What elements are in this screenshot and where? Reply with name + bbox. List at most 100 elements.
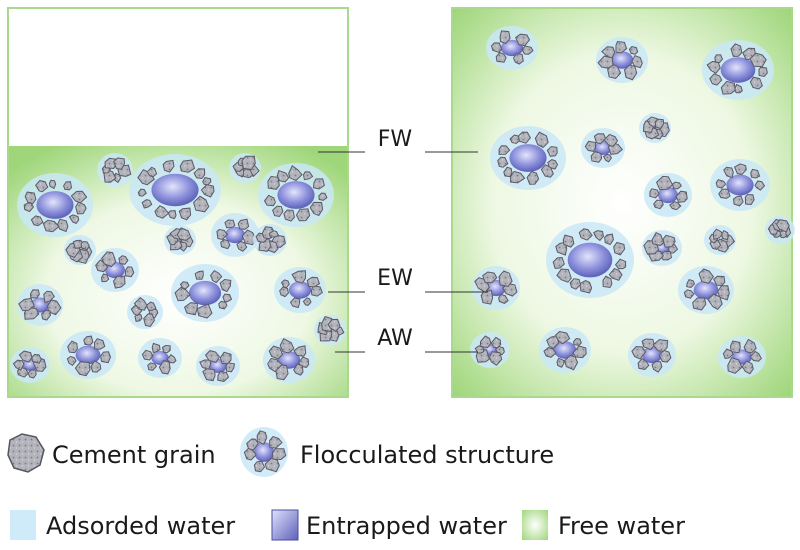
cement-grain <box>499 30 511 44</box>
cement-grain <box>133 297 148 311</box>
cement-grain <box>151 342 161 354</box>
cement-grain <box>717 285 730 301</box>
cement-grain <box>147 362 158 371</box>
cement-grain <box>158 359 171 375</box>
cement-grain <box>723 166 734 179</box>
label-fw: FW <box>378 127 413 152</box>
legend-entrapped-water: Entrapped water <box>271 509 507 541</box>
cement-grain <box>75 201 87 215</box>
cement-grain <box>744 194 755 206</box>
cement-grain <box>613 241 626 256</box>
flocculated-structure-icon <box>240 427 288 477</box>
flocculated-structure <box>702 40 774 100</box>
cement-grain <box>271 448 287 461</box>
cement-grain <box>302 297 312 306</box>
cement-grain <box>12 359 25 371</box>
flocculated-structure <box>129 154 221 226</box>
cement-grain <box>712 228 724 240</box>
cement-grain <box>279 286 289 298</box>
cement-grain <box>497 156 509 168</box>
flocculated-structure <box>60 331 116 379</box>
cement-grain <box>264 457 280 473</box>
cement-grain <box>100 273 110 283</box>
cement-grain <box>101 251 117 268</box>
flocculated-structure <box>258 163 334 227</box>
cement-grain <box>219 351 232 365</box>
cement-grain <box>174 286 191 302</box>
cement-grain <box>118 255 129 265</box>
cement-grain <box>35 180 49 193</box>
flocculated-structure <box>486 26 538 70</box>
cement-grain <box>210 269 223 284</box>
cement-grain <box>556 357 565 368</box>
cement-grain <box>269 436 283 449</box>
cement-grain <box>480 290 494 305</box>
cement-grain <box>489 351 503 366</box>
cement-grain <box>283 209 295 222</box>
entrapped-water <box>277 181 315 209</box>
flocculated-structure <box>628 333 676 377</box>
cement-grain <box>749 350 762 362</box>
cement-grain <box>631 54 643 69</box>
entrapped-water <box>567 242 613 278</box>
cement-grain <box>293 363 304 376</box>
flocculated-structure <box>17 173 93 237</box>
flocculated-structure <box>17 284 63 326</box>
entrapped-water <box>151 173 199 207</box>
cement-grain <box>590 150 603 163</box>
entrapped-water <box>658 186 678 204</box>
legend-free-water: Free water <box>522 510 685 540</box>
cement-grain <box>309 201 324 217</box>
cement-grain <box>222 293 233 303</box>
cement-grain <box>219 278 232 293</box>
flocculated-structures <box>10 26 795 386</box>
cement-grain <box>490 42 503 53</box>
cement-grain <box>100 351 112 364</box>
cement-grain <box>573 337 582 346</box>
label-aw: AW <box>377 326 413 351</box>
entrapped-water <box>553 341 577 359</box>
cement-grain <box>741 360 754 375</box>
cement-grain <box>63 181 73 191</box>
cement-grain <box>749 52 767 68</box>
legend-free-water-label: Free water <box>558 512 685 540</box>
cement-grain <box>713 275 726 287</box>
flocculated-structure <box>138 338 182 378</box>
cement-grain <box>124 266 135 278</box>
cement-grain <box>521 45 534 55</box>
cement-grain <box>47 299 62 316</box>
cement-grain <box>758 66 768 78</box>
entrapped-water <box>225 226 245 244</box>
flocculated-structure <box>539 327 591 373</box>
cement-grain <box>669 201 682 211</box>
flocculated-structure <box>581 128 625 168</box>
cement-grain <box>482 271 498 284</box>
cement-grain <box>540 164 554 178</box>
cement-grain <box>27 369 37 379</box>
adsorbed-water-swatch <box>10 510 36 540</box>
flocculated-structure <box>64 235 96 265</box>
cement-grain <box>202 177 212 186</box>
cement-grain <box>732 195 744 207</box>
entrapped-water <box>188 280 222 306</box>
entrapped-water <box>642 346 662 364</box>
cement-grain <box>279 338 295 354</box>
cement-grain <box>193 195 210 213</box>
legend-flocculated-structure-label: Flocculated structure <box>300 441 554 469</box>
cement-grain <box>29 289 40 299</box>
cement-grain <box>90 360 102 373</box>
legend-cement-grain-label: Cement grain <box>52 441 216 469</box>
cement-grain <box>503 166 513 178</box>
cement-grain <box>141 199 153 209</box>
entrapped-water <box>693 280 719 300</box>
cement-grain <box>179 159 196 173</box>
cement-grain <box>498 270 513 287</box>
cement-grain <box>18 297 35 312</box>
flocculated-structure <box>642 230 682 266</box>
leader-lines <box>318 151 488 353</box>
cement-grain <box>268 345 284 360</box>
cement-grain <box>113 157 126 170</box>
cement-grain <box>183 302 199 316</box>
cement-grain <box>604 233 614 246</box>
free-water-swatch <box>522 510 548 540</box>
